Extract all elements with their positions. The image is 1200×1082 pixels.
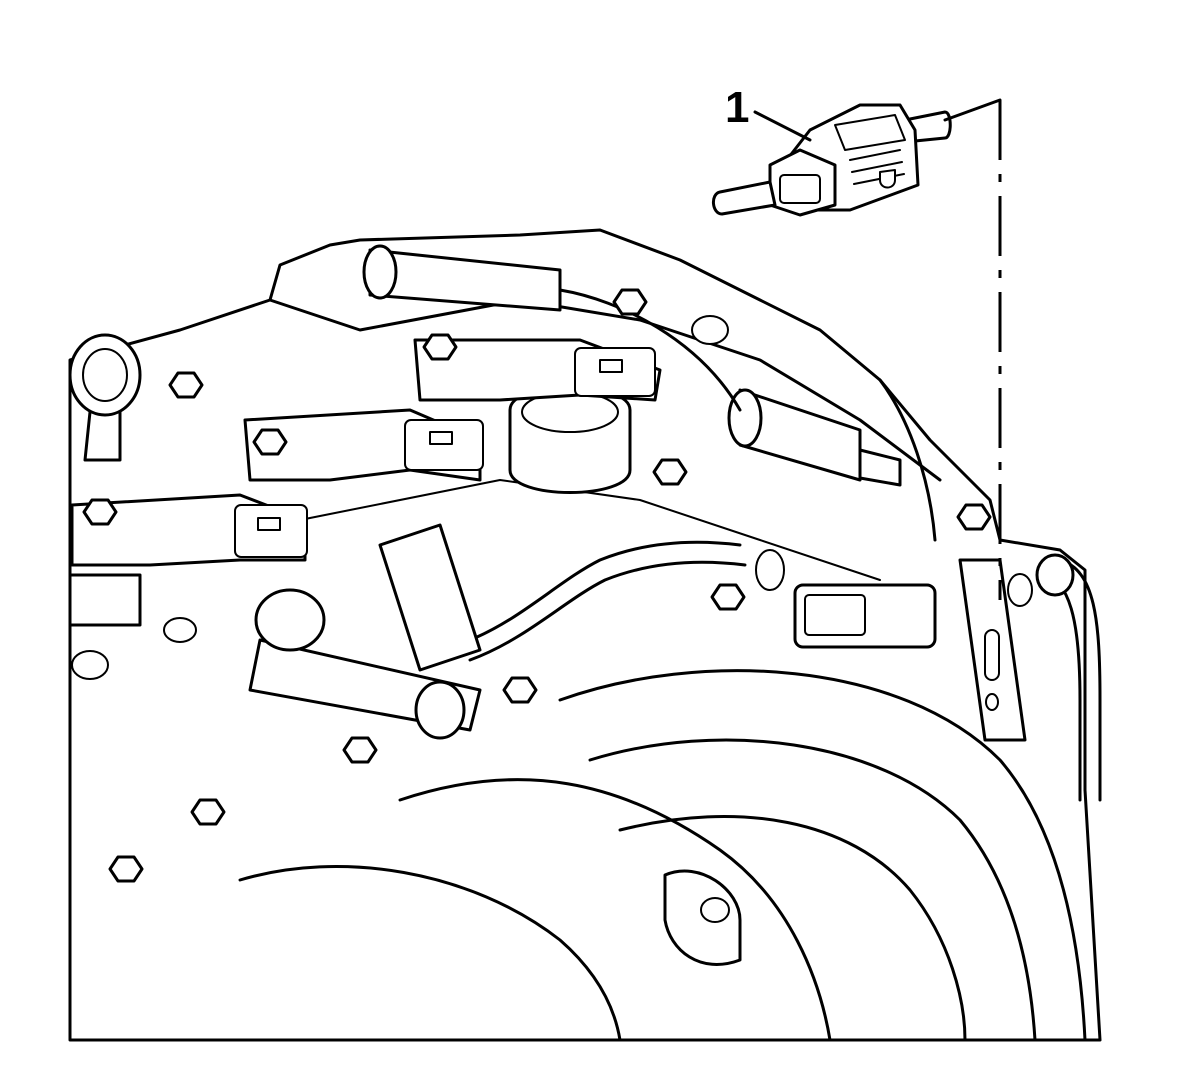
bolt-icon <box>612 288 648 316</box>
connector-icon <box>68 573 142 627</box>
bolt-icon <box>342 736 378 764</box>
fuel-vapor-valve-icon <box>712 103 952 217</box>
bolt-icon <box>710 583 746 611</box>
bolt-icon <box>252 428 288 456</box>
callout-1: 1 <box>725 83 812 142</box>
installation-leader <box>943 98 1002 600</box>
bolt-icon <box>652 458 688 486</box>
connector-icon <box>243 408 484 482</box>
ignition-coils <box>68 338 937 649</box>
bolt-icon <box>956 503 992 531</box>
bolt-icon <box>502 676 538 704</box>
connector-icon <box>793 583 937 649</box>
bolt-icon <box>190 798 226 826</box>
connector-icon <box>413 338 662 402</box>
bolt-icon <box>422 333 458 361</box>
bolts <box>71 288 992 883</box>
bolt-icon <box>108 855 144 883</box>
callout-number: 1 <box>725 83 749 132</box>
callout-leader-line <box>753 110 812 142</box>
connector-icon <box>70 493 308 567</box>
bolt-icon <box>82 498 118 526</box>
bolt-icon <box>168 371 204 399</box>
